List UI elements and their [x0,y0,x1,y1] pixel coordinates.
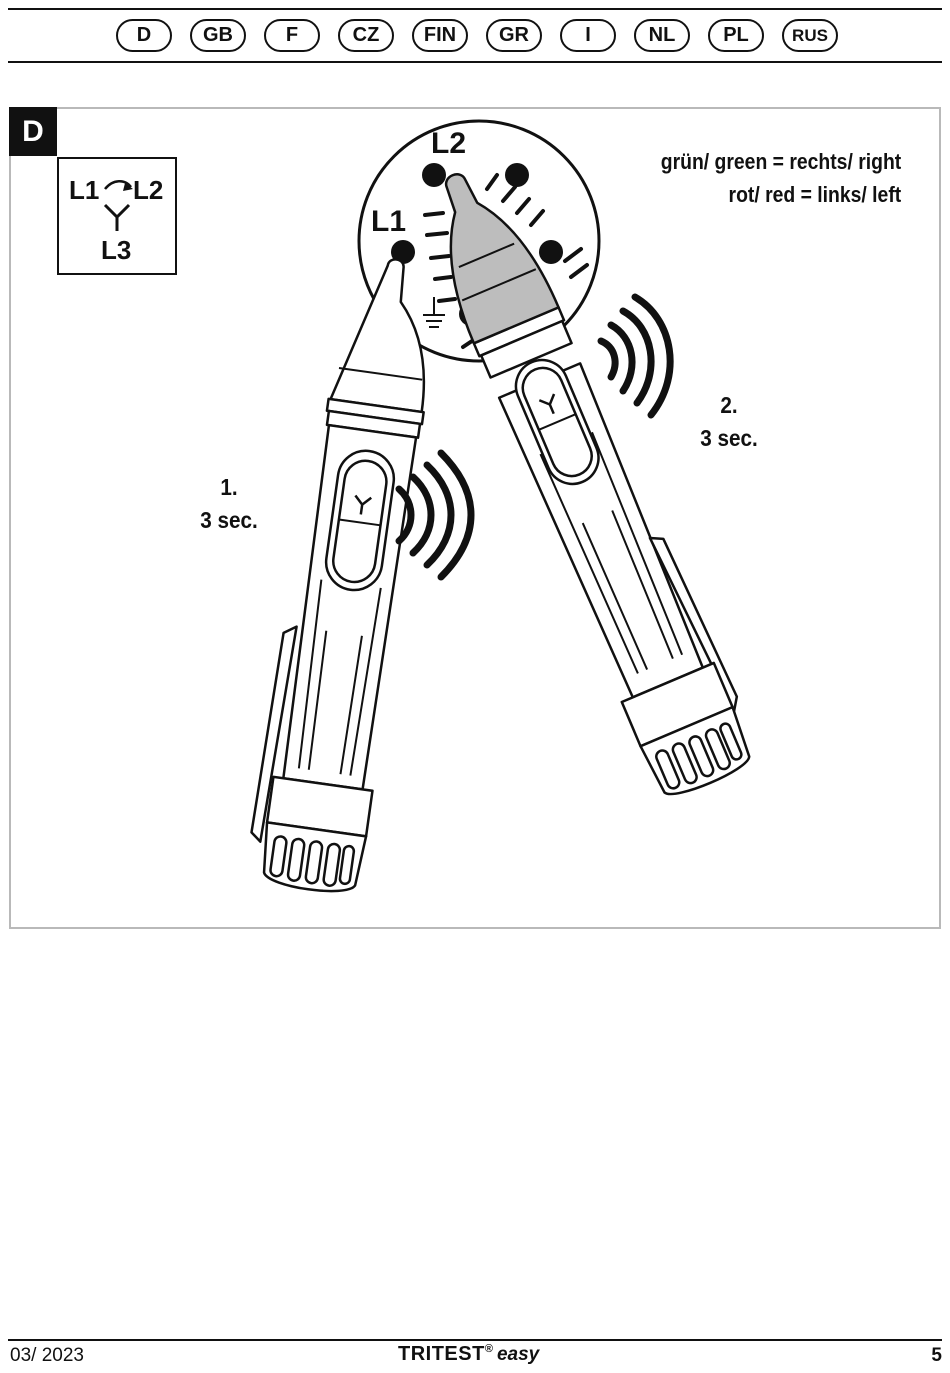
legend-green: grün/ green = rechts/ right [660,149,901,174]
ground-icon [423,297,445,328]
lang-tab-cz[interactable]: CZ [338,19,394,52]
rotation-legend: grün/ green = rechts/ right rot/ red = l… [661,145,901,211]
step-2-number: 2. [720,392,738,418]
footer-rule [8,1339,942,1341]
sound-waves-2-icon [597,293,674,419]
brand-edition: easy [496,1344,540,1365]
lang-tab-f[interactable]: F [264,19,320,52]
step-2-duration: 3 sec. [700,425,758,451]
lang-tab-d[interactable]: D [116,19,172,52]
language-bar: D GB F CZ FIN GR I NL PL RUS [8,8,942,63]
lang-tab-nl[interactable]: NL [634,19,690,52]
lang-tab-rus[interactable]: RUS [782,19,838,52]
phase-l3-label: L3 [101,235,131,265]
legend-red: rot/ red = links/ left [728,182,901,207]
lang-tab-gr[interactable]: GR [486,19,542,52]
phase-l1-label: L1 [69,175,99,205]
step-1-duration: 3 sec. [200,507,258,533]
probe-label-l1: L1 [371,205,407,238]
footer-date: 03/ 2023 [10,1345,84,1366]
voltage-tester-1 [250,258,426,893]
figure-d: D L1 L2 L3 L2 L1 grün/ green = rechts/ r… [9,107,941,929]
step-1-number: 1. [220,474,238,500]
step-1-label: 1. 3 sec. [193,471,265,537]
figure-letter: D [9,107,57,156]
lang-tab-i[interactable]: I [560,19,616,52]
lang-tab-pl[interactable]: PL [708,19,764,52]
contact-dot-l1 [391,240,415,264]
contact-dot-l2 [422,163,446,187]
phase-sequence-symbol: L1 L2 L3 [57,157,177,275]
phase-l2-label: L2 [133,175,163,205]
tester-illustration [250,119,751,893]
probe-label-l2: L2 [431,127,467,160]
brand-name: TRITEST [398,1343,485,1365]
footer-brand: TRITEST®easy [398,1343,539,1366]
voltage-tester-2 [444,173,751,796]
contact-dot-right-mid [539,240,563,264]
page-number: 5 [931,1345,942,1366]
lang-tab-gb[interactable]: GB [190,19,246,52]
lang-tab-fin[interactable]: FIN [412,19,468,52]
sound-waves-1-icon [395,449,475,581]
contact-dot-right-top [505,163,529,187]
phase-rotation-icon: L1 L2 L3 [69,175,163,265]
registered-mark: ® [484,1343,493,1355]
language-list: D GB F CZ FIN GR I NL PL RUS [116,19,838,52]
step-2-label: 2. 3 sec. [693,389,765,455]
